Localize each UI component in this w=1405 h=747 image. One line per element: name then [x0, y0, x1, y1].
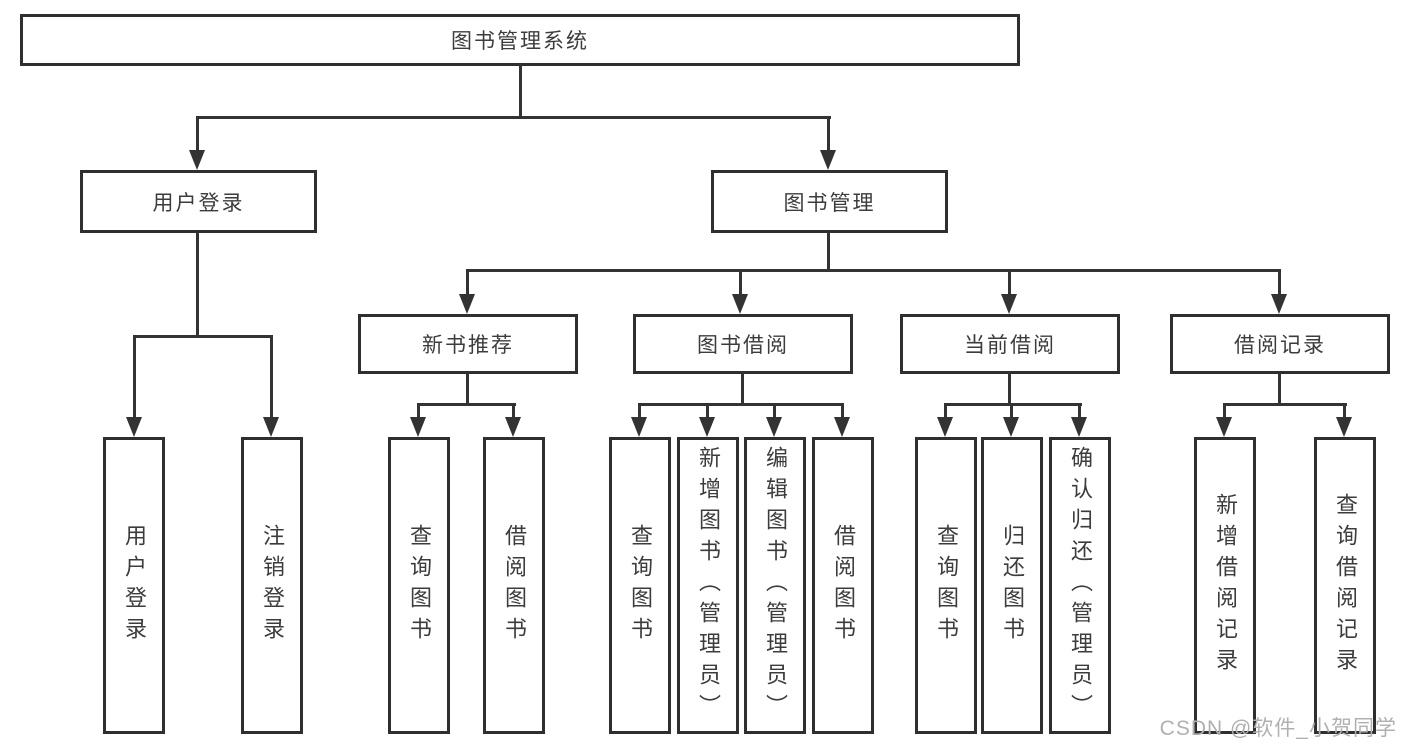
arrowhead-down: [820, 150, 836, 170]
node-leaf-add-books-admin: 新增图书（管理员）: [677, 437, 739, 734]
connector: [1078, 403, 1081, 419]
arrowhead-down: [766, 417, 782, 437]
node-borrow-records: 借阅记录: [1170, 314, 1390, 374]
leaf-label: 查询图书: [407, 523, 432, 648]
node-leaf-borrow-books-recommend: 借阅图书: [483, 437, 545, 734]
leaf-label: 查询图书: [628, 523, 653, 648]
connector: [638, 403, 844, 406]
arrowhead-down: [189, 150, 205, 170]
connector: [1010, 403, 1013, 419]
connector: [196, 116, 199, 154]
node-leaf-edit-books-admin: 编辑图书（管理员）: [744, 437, 806, 734]
connector: [706, 403, 709, 419]
connector: [1278, 269, 1281, 297]
arrowhead-down: [263, 417, 279, 437]
connector: [196, 116, 831, 119]
arrowhead-down: [505, 417, 521, 437]
node-leaf-query-books-borrow: 查询图书: [609, 437, 671, 734]
node-leaf-user-login: 用户登录: [103, 437, 165, 734]
leaf-label: 用户登录: [122, 523, 147, 648]
arrowhead-down: [834, 417, 850, 437]
leaf-label: 借阅图书: [831, 523, 856, 648]
connector: [638, 403, 641, 419]
node-user-login: 用户登录: [80, 170, 317, 233]
arrowhead-down: [1001, 294, 1017, 314]
arrowhead-down: [937, 417, 953, 437]
node-book-borrow: 图书借阅: [633, 314, 853, 374]
node-leaf-query-books-recommend: 查询图书: [388, 437, 450, 734]
node-leaf-add-borrow-record: 新增借阅记录: [1194, 437, 1256, 734]
arrowhead-down: [459, 294, 475, 314]
connector: [1278, 374, 1281, 406]
node-leaf-logout: 注销登录: [241, 437, 303, 734]
connector: [466, 269, 469, 297]
arrowhead-down: [631, 417, 647, 437]
connector: [841, 403, 844, 419]
connector: [1223, 403, 1347, 406]
arrowhead-down: [1003, 417, 1019, 437]
connector: [417, 403, 420, 419]
arrowhead-down: [1336, 417, 1352, 437]
arrowhead-down: [1271, 294, 1287, 314]
node-current-borrow: 当前借阅: [900, 314, 1120, 374]
connector: [512, 403, 515, 419]
node-leaf-return-books: 归还图书: [981, 437, 1043, 734]
arrowhead-down: [410, 417, 426, 437]
leaf-label: 新增借阅记录: [1213, 492, 1238, 679]
node-leaf-query-books-current: 查询图书: [915, 437, 977, 734]
node-book-management: 图书管理: [711, 170, 948, 233]
connector: [827, 116, 830, 154]
connector: [466, 269, 1281, 272]
connector: [133, 335, 273, 338]
connector: [133, 335, 136, 419]
node-leaf-confirm-return-admin: 确认归还（管理员）: [1049, 437, 1111, 734]
connector: [1223, 403, 1226, 419]
csdn-watermark: CSDN @软件_小贺同学: [1159, 717, 1397, 740]
connector: [1008, 374, 1011, 406]
arrowhead-down: [126, 417, 142, 437]
connector: [741, 374, 744, 406]
leaf-label: 编辑图书（管理员）: [763, 446, 788, 725]
node-leaf-borrow-books: 借阅图书: [812, 437, 874, 734]
connector: [417, 403, 516, 406]
leaf-label: 归还图书: [1000, 523, 1025, 648]
connector: [196, 233, 199, 338]
leaf-label: 查询图书: [934, 523, 959, 648]
node-new-book-recommend: 新书推荐: [358, 314, 578, 374]
arrowhead-down: [1216, 417, 1232, 437]
leaf-label: 注销登录: [260, 523, 285, 648]
connector: [1343, 403, 1346, 419]
connector: [944, 403, 1082, 406]
connector: [773, 403, 776, 419]
node-leaf-query-borrow-record: 查询借阅记录: [1314, 437, 1376, 734]
leaf-label: 借阅图书: [502, 523, 527, 648]
connector: [466, 374, 469, 406]
connector: [519, 64, 522, 119]
connector: [739, 269, 742, 297]
connector: [270, 335, 273, 419]
node-root-system: 图书管理系统: [20, 14, 1020, 66]
connector: [1008, 269, 1011, 297]
leaf-label: 新增图书（管理员）: [696, 446, 721, 725]
arrowhead-down: [1071, 417, 1087, 437]
arrowhead-down: [699, 417, 715, 437]
connector: [944, 403, 947, 419]
leaf-label: 确认归还（管理员）: [1068, 446, 1093, 725]
leaf-label: 查询借阅记录: [1333, 492, 1358, 679]
connector: [827, 233, 830, 272]
arrowhead-down: [732, 294, 748, 314]
